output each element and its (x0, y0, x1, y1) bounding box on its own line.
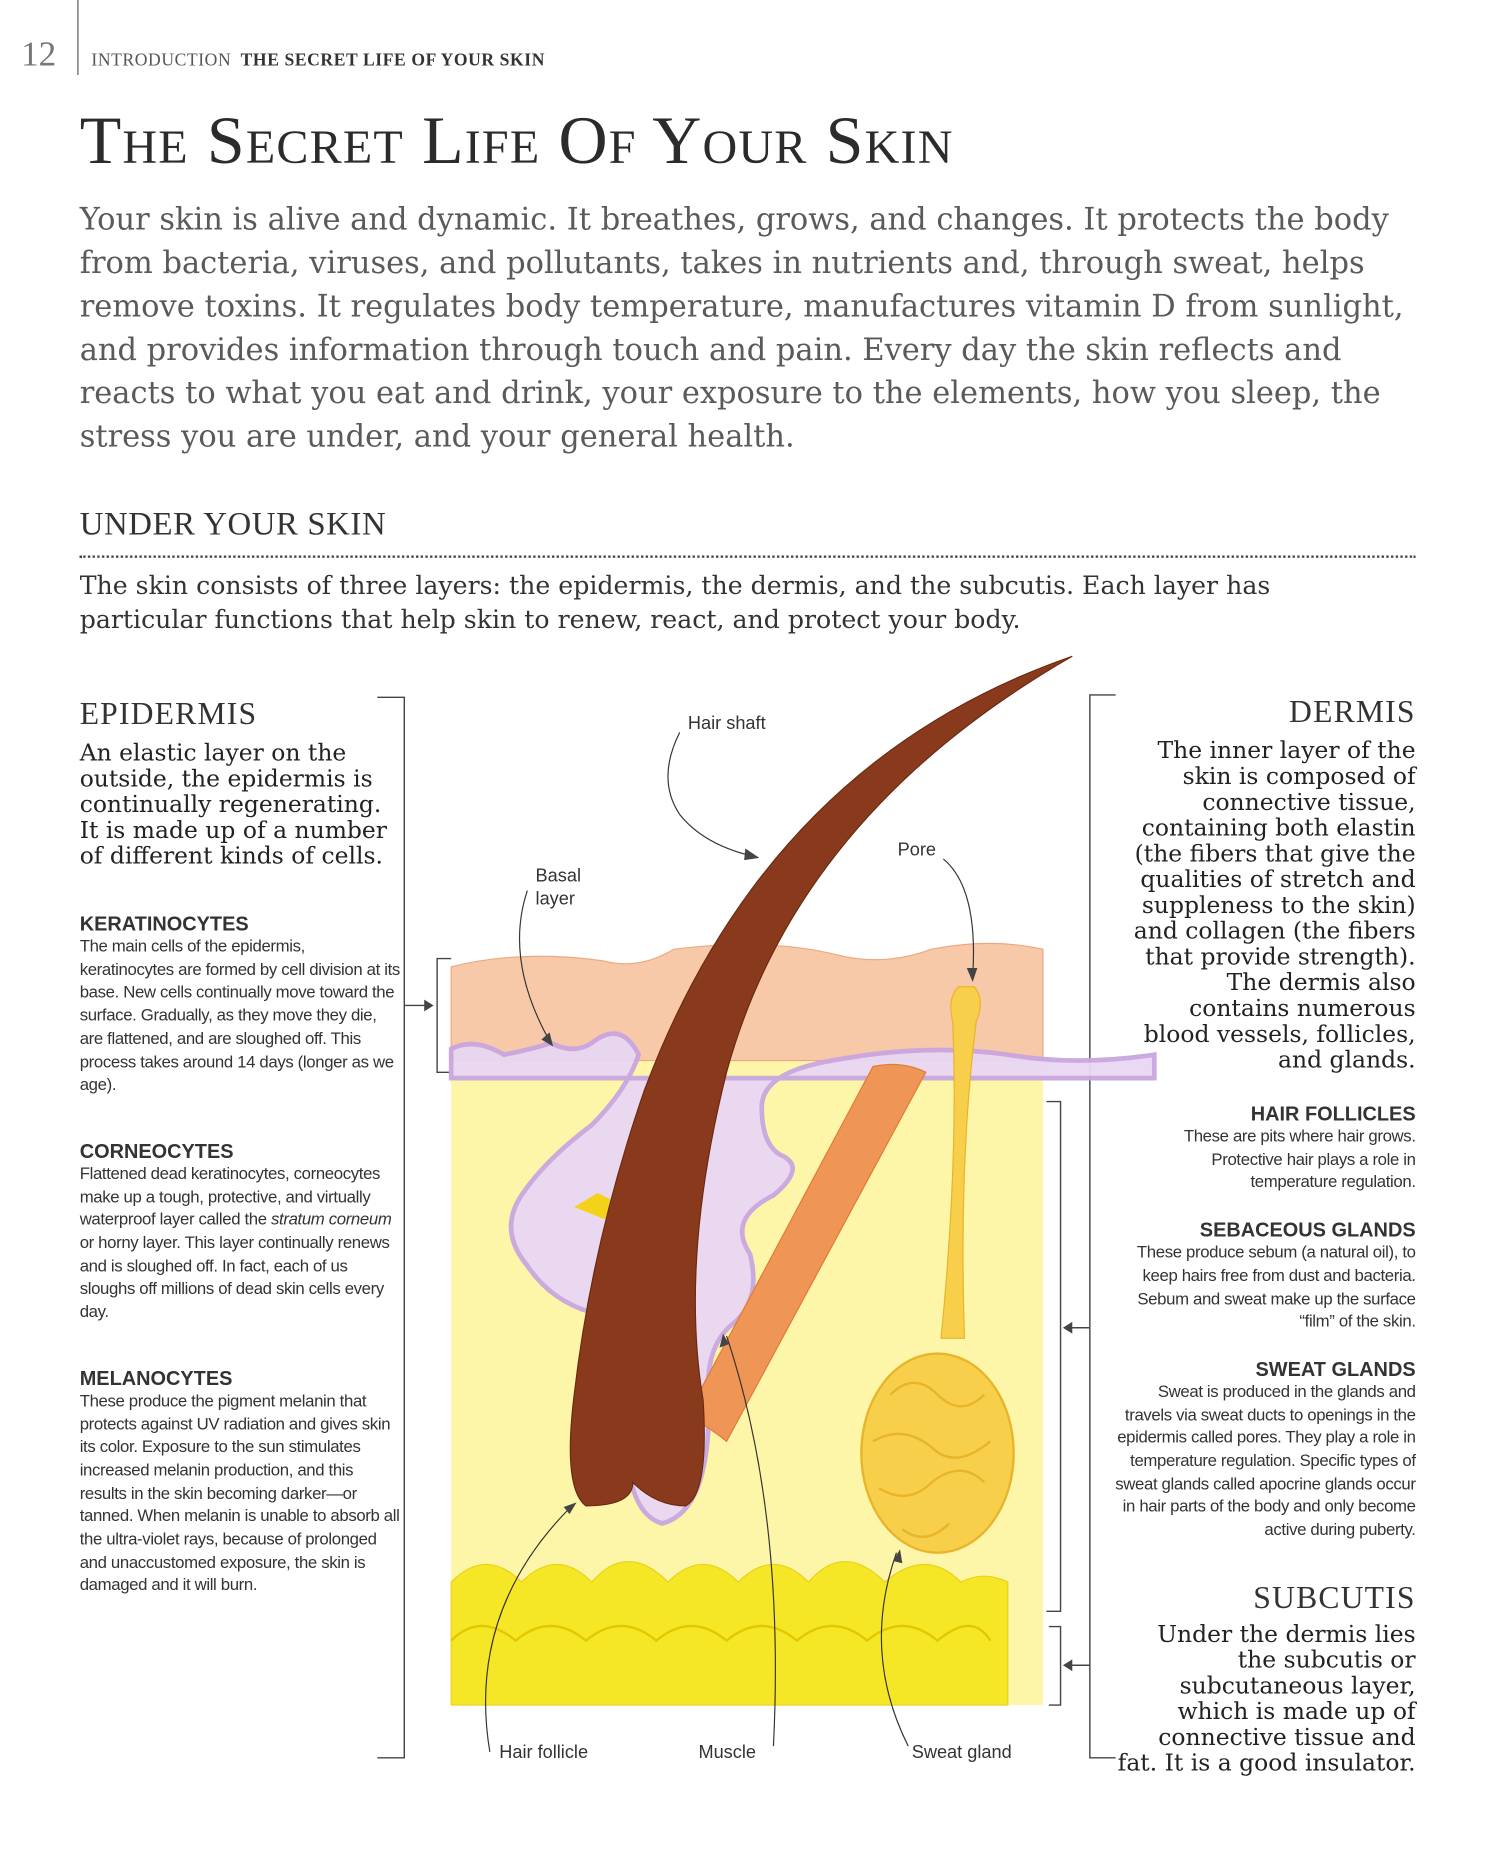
sweat-glands-text: Sweat is produced in the glands and trav… (1115, 1382, 1416, 1541)
melanocytes-text: These produce the pigment melanin that p… (79, 1392, 400, 1596)
melanocytes-heading: MELANOCYTES (79, 1367, 233, 1390)
sweat-glands-heading: SWEAT GLANDS (1255, 1358, 1416, 1381)
keratinocytes-heading: KERATINOCYTES (79, 912, 249, 936)
label-basal-layer-2: layer (535, 889, 575, 910)
text: or horny layer. This layer continually r… (79, 1234, 390, 1323)
subcutis-heading: SUBCUTIS (1253, 1579, 1416, 1615)
label-sweat-gland: Sweat gland (911, 1742, 1012, 1763)
label-muscle: Muscle (698, 1742, 756, 1763)
epidermis-text: An elastic layer on the outside, the epi… (79, 738, 388, 870)
leader-lines (485, 732, 975, 1753)
section-paragraph: The skin consists of three layers: the e… (79, 571, 1271, 636)
hair-follicles-heading: HAIR FOLLICLES (1250, 1102, 1416, 1125)
intro-paragraph: Your skin is alive and dynamic. It breat… (79, 202, 1404, 455)
leader-arrowheads (541, 848, 978, 1564)
header-rule (77, 0, 79, 75)
section-label: INTRODUCTION (91, 51, 232, 71)
subcutis-fat (450, 1561, 1009, 1706)
subcutis-text: Under the dermis lies the subcutis or su… (1117, 1619, 1416, 1777)
corneocytes-text: Flattened dead keratinocytes, corneocyte… (80, 1164, 402, 1326)
page-number: 12 (21, 35, 57, 74)
sebaceous-text: These produce sebum (a natural oil), to … (1136, 1243, 1416, 1332)
chapter-label: THE SECRET LIFE OF YOUR SKIN (240, 51, 546, 71)
page-title: The Secret Life Of Your Skin (79, 101, 954, 179)
dermis-text: The inner layer of the skin is composed … (1133, 735, 1416, 1074)
dermis-heading: DERMIS (1289, 693, 1416, 729)
sebaceous-heading: SEBACEOUS GLANDS (1199, 1218, 1416, 1242)
dermis-column: DERMIS The inner layer of the skin is co… (1107, 693, 1416, 1543)
label-hair-shaft: Hair shaft (687, 713, 766, 734)
dotted-divider (79, 555, 1416, 558)
corneocytes-heading: CORNEOCYTES (79, 1140, 234, 1163)
dermis-bracket (1089, 694, 1116, 1759)
sweat-duct (940, 986, 981, 1339)
hair-follicles-text: These are pits where hair grows. Protect… (1183, 1127, 1416, 1193)
epidermis-layer-bracket (436, 957, 452, 1073)
italic-term: stratum corneum (271, 1210, 392, 1230)
brackets (377, 694, 1116, 1759)
keratinocytes-text: The main cells of the epidermis, keratin… (79, 937, 401, 1095)
sweat-gland-coil (860, 1352, 1015, 1554)
epidermis-bracket (377, 696, 405, 1759)
subcutis-block: SUBCUTIS Under the dermis lies the subcu… (1113, 1579, 1416, 1777)
arrowheads (424, 999, 1073, 1672)
running-header: INTRODUCTION THE SECRET LIFE OF YOUR SKIN (91, 52, 545, 72)
epidermis-heading: EPIDERMIS (79, 696, 258, 732)
label-basal-layer-1: Basal (535, 866, 581, 886)
subcutis-layer-bracket (1048, 1625, 1062, 1706)
epidermis-column: EPIDERMIS An elastic layer on the outsid… (80, 696, 402, 1599)
section-heading: UNDER YOUR SKIN (79, 506, 387, 543)
text: Flattened dead keratinocytes, corneocyte… (79, 1164, 381, 1230)
label-pore: Pore (897, 840, 937, 861)
label-hair-follicle: Hair follicle (499, 1742, 589, 1763)
hair-shaft (569, 655, 1073, 1507)
dermis-layer-bracket (1046, 1100, 1062, 1613)
